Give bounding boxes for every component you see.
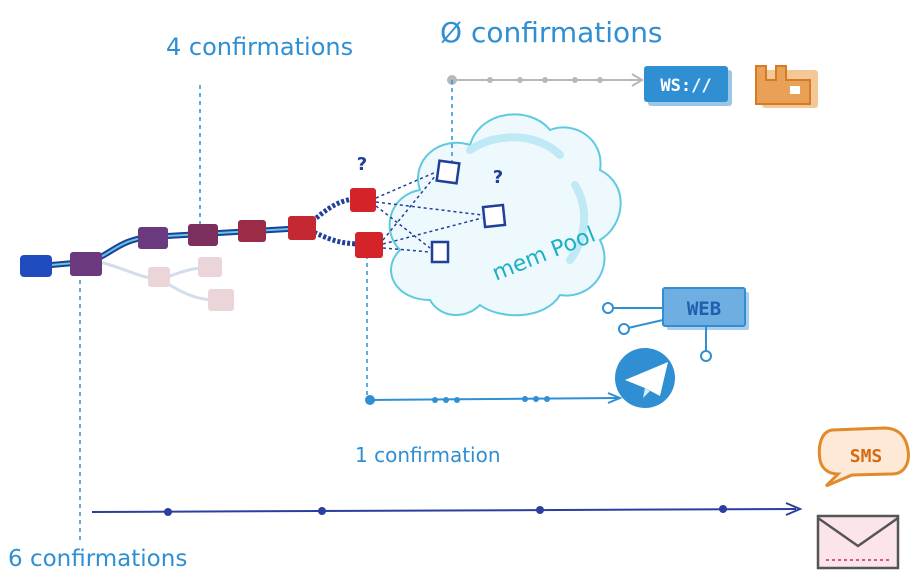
websocket-icon: WS:// bbox=[644, 66, 732, 106]
orphan-block bbox=[148, 267, 170, 287]
block bbox=[188, 224, 218, 246]
six-confirmations-label: 6 confirmations bbox=[8, 546, 187, 572]
four-confirmations-label: 4 confirmations bbox=[166, 33, 353, 61]
mempool-links bbox=[375, 171, 483, 253]
tx-box bbox=[435, 159, 461, 185]
six-conf-line bbox=[91, 502, 803, 516]
web-icon: WEB bbox=[602, 287, 749, 362]
block bbox=[138, 227, 168, 249]
one-confirmation-label: 1 confirmation bbox=[355, 443, 501, 467]
orphan-block bbox=[198, 257, 222, 277]
sms-label: SMS bbox=[850, 446, 883, 467]
orphan-block bbox=[208, 289, 234, 311]
tx-box bbox=[481, 203, 507, 229]
tx-box bbox=[430, 240, 450, 264]
mail-icon bbox=[816, 514, 900, 570]
mempool-transactions bbox=[430, 159, 507, 264]
block bbox=[288, 216, 316, 240]
orphan-branch bbox=[99, 257, 234, 311]
one-conf-line bbox=[365, 392, 623, 405]
block bbox=[238, 220, 266, 242]
block-tip bbox=[350, 188, 376, 212]
question-mark: ? bbox=[357, 154, 367, 175]
database-icon bbox=[755, 65, 818, 108]
web-label: WEB bbox=[687, 298, 721, 320]
ws-label: WS:// bbox=[660, 76, 711, 96]
telegram-icon bbox=[615, 348, 675, 408]
block bbox=[70, 252, 102, 276]
zero-confirmations-label: Ø confirmations bbox=[440, 16, 663, 49]
block-genesis bbox=[20, 255, 52, 277]
question-mark: ? bbox=[493, 167, 503, 188]
zero-conf-line bbox=[447, 73, 644, 165]
block-tip bbox=[355, 232, 383, 258]
sms-icon: SMS bbox=[817, 426, 910, 488]
blockchain bbox=[20, 188, 383, 277]
